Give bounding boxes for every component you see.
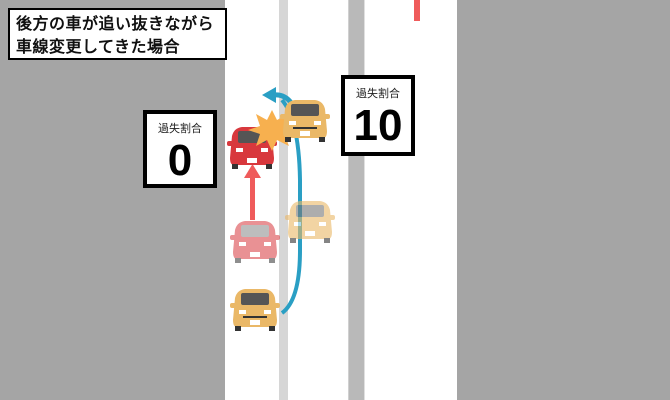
red-car-ghost-icon [230, 221, 280, 263]
yellow-car-ghost-icon [285, 201, 335, 243]
red-arrowhead-icon [244, 164, 261, 178]
fault-ratio-left-value: 0 [167, 136, 193, 185]
oncoming-lane-marker [414, 0, 420, 21]
path-arrowhead-icon [262, 87, 276, 103]
road [225, 0, 457, 400]
lane-line [279, 0, 288, 400]
yellow-car-icon [280, 100, 330, 142]
red-arrow-shaft-icon [250, 175, 255, 220]
yellow-car-start-icon [230, 289, 280, 331]
fault-ratio-right-value: 10 [353, 101, 403, 150]
fault-ratio-right-label: 過失割合 [356, 87, 400, 100]
fault-ratio-left-box: 過失割合 0 [143, 110, 217, 188]
fault-ratio-right-box: 過失割合 10 [341, 75, 415, 156]
fault-ratio-left-label: 過失割合 [158, 122, 202, 135]
scenario-title-box: 後方の車が追い抜きながら 車線変更してきた場合 [8, 8, 227, 60]
scenario-title-line-2: 車線変更してきた場合 [16, 37, 181, 56]
scenario-title-line-1: 後方の車が追い抜きながら [16, 14, 215, 33]
